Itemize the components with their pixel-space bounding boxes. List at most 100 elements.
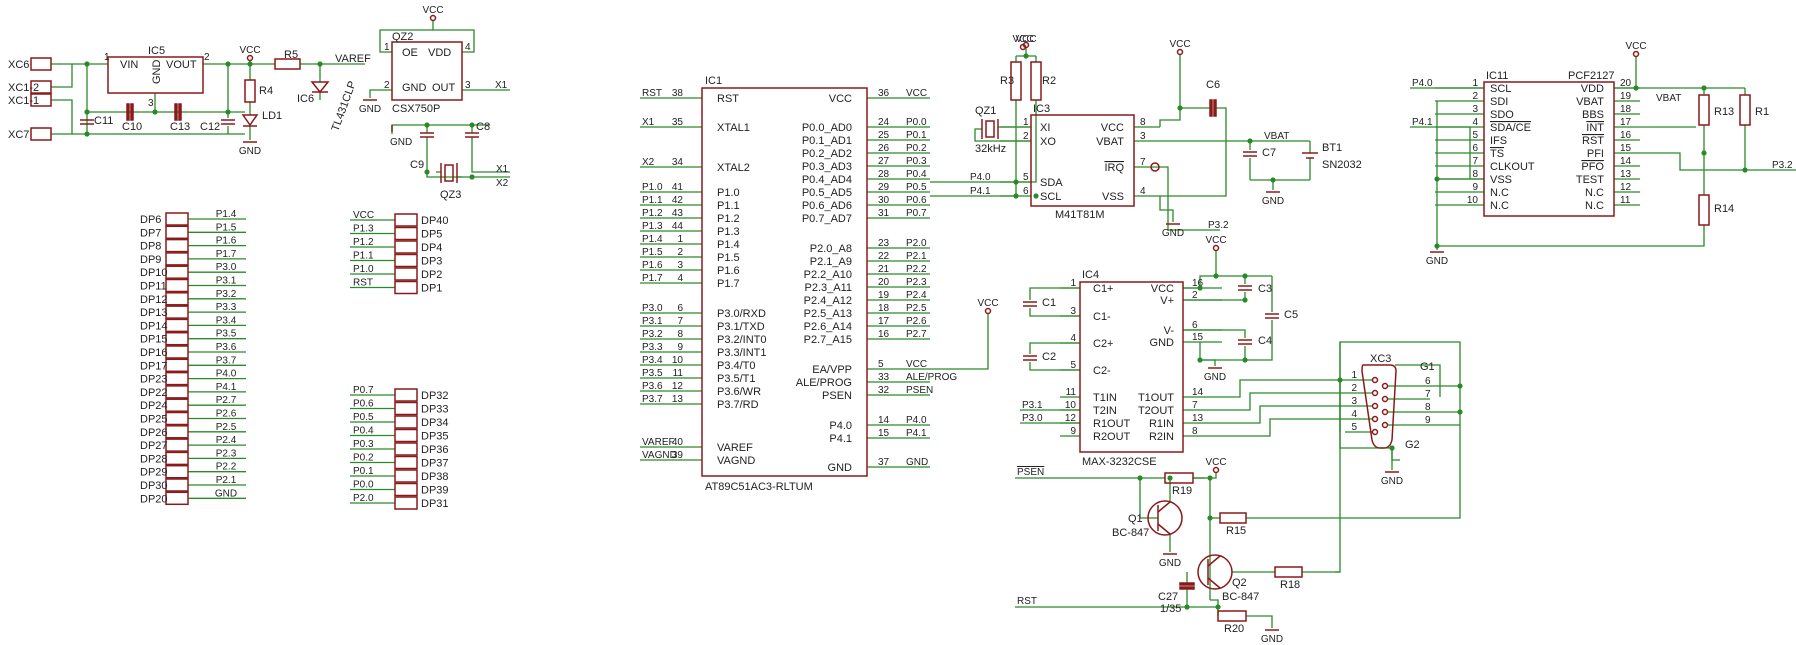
vcc-symbol (1212, 466, 1220, 474)
vcc-symbol (1632, 50, 1640, 58)
net-label: P0.3 (906, 156, 927, 167)
pin-number: 8 (677, 329, 683, 340)
pin-number: 3 (1070, 306, 1076, 317)
connector-ref: XC1-1 (8, 95, 39, 107)
ic5-pin-name: VOUT (166, 59, 197, 71)
junction-dot (1197, 357, 1203, 363)
net-label: VCC (906, 88, 927, 99)
max-pin-name: C2+ (1093, 338, 1114, 350)
rtc-pin-name: SCL (1040, 191, 1061, 203)
wire (1160, 166, 1220, 231)
junction-dot (1242, 297, 1248, 303)
max-pin-name: T2OUT (1138, 405, 1174, 417)
resistor-r15 (1219, 512, 1247, 524)
vcc-label: VCC (239, 45, 260, 56)
vcc-label: VCC (1625, 41, 1646, 52)
header-pin (165, 345, 189, 359)
pin-number: 14 (1192, 387, 1204, 398)
header-ref: DP16 (140, 347, 168, 359)
transistor-q2 (1207, 577, 1221, 589)
junction-dot (424, 122, 430, 128)
junction-dot (1633, 85, 1639, 91)
pin-number: 22 (878, 251, 890, 262)
net-label: P3.3 (642, 342, 663, 353)
header-pin (165, 212, 189, 226)
ic5-pin-name: VIN (120, 59, 138, 71)
connector (30, 93, 52, 107)
header-pin (165, 331, 189, 346)
max-name: IC4 (1082, 269, 1099, 281)
net-label: P3.7 (642, 394, 663, 405)
net-label: P0.5 (906, 182, 927, 193)
irq-bubble (1150, 162, 1160, 172)
pin-number: 9 (677, 342, 683, 353)
wire (1183, 275, 1272, 289)
pin-number: 4 (1472, 117, 1478, 128)
junction-dot (424, 169, 430, 175)
vcc-label: VCC (977, 298, 998, 309)
net-label: P3.0 (642, 303, 663, 314)
header-pin (165, 318, 189, 333)
pin-number: 13 (672, 394, 684, 405)
pin-number: 7 (1425, 389, 1431, 400)
rtc-pin-name: SDA (1040, 177, 1063, 189)
db9-name: XC3 (1370, 353, 1391, 365)
mcu-pin-name: P2.6_A14 (804, 321, 852, 333)
mcu-pin-name: P3.0/RXD (717, 308, 766, 320)
header-net: P0.1 (353, 466, 374, 477)
pin-number: 4 (1140, 186, 1146, 197)
db9-pin (1371, 415, 1379, 423)
header-pin (165, 491, 189, 506)
connector-ref: XC7 (8, 129, 29, 141)
pin-number: 5 (1023, 172, 1029, 183)
header-pin (165, 238, 189, 253)
header-net: P2.5 (216, 422, 237, 433)
junction-dot (1742, 167, 1748, 173)
pcf-pin-name: N.C (1585, 187, 1604, 199)
net-label: X2 (642, 157, 655, 168)
db9-pin (1371, 389, 1379, 397)
header-ref: DP40 (421, 215, 449, 227)
wire (369, 89, 392, 98)
pin-number: 10 (672, 355, 684, 366)
header-pin (394, 226, 418, 241)
pcf-pin-name: SDO (1490, 109, 1514, 121)
db9-pin (1381, 395, 1389, 403)
header-net: P3.0 (216, 262, 237, 273)
pin-number: 3 (148, 98, 154, 109)
header-net: P1.6 (216, 236, 237, 247)
header-net: P1.5 (216, 222, 237, 233)
header-pin (165, 425, 189, 439)
header-ref: DP31 (421, 498, 449, 510)
resistor-ref: R19 (1172, 485, 1192, 497)
wire (1029, 287, 1080, 300)
vcc-symbol (1212, 244, 1220, 252)
pcf-pin-name: VDD (1581, 83, 1604, 95)
header-ref: DP5 (421, 229, 442, 241)
db9-g1: G1 (1420, 361, 1435, 373)
junction-dot (1434, 243, 1440, 249)
junction-dot (1457, 383, 1463, 389)
cap-value: 1/35 (1160, 603, 1181, 615)
crystal-ref: QZ3 (440, 189, 461, 201)
junction-dot (152, 109, 158, 115)
resistor-ref: R15 (1226, 525, 1246, 537)
header-ref: DP9 (140, 254, 161, 266)
header-net: P2.0 (353, 493, 374, 504)
rtc-pin-name: VBAT (1096, 136, 1124, 148)
pin-number: 5 (878, 359, 884, 370)
wire (1159, 196, 1174, 222)
gnd-label: GND (359, 104, 381, 115)
max-pin-name: R1OUT (1093, 418, 1131, 430)
pin-number: 1 (1070, 278, 1076, 289)
db9-pin (1381, 382, 1389, 390)
mcu-pin-name: P0.5_AD5 (802, 187, 852, 199)
qz2-pin: GND (402, 82, 427, 94)
mcu-pin-name: P3.6/WR (717, 386, 761, 398)
resistor-ref: R20 (1224, 623, 1244, 635)
pin-number: 13 (1620, 169, 1632, 180)
pin-number: 34 (672, 157, 684, 168)
net-label: VAGND (642, 450, 677, 461)
rtc-ic11 (1483, 81, 1615, 217)
header-net: P3.4 (216, 315, 237, 326)
